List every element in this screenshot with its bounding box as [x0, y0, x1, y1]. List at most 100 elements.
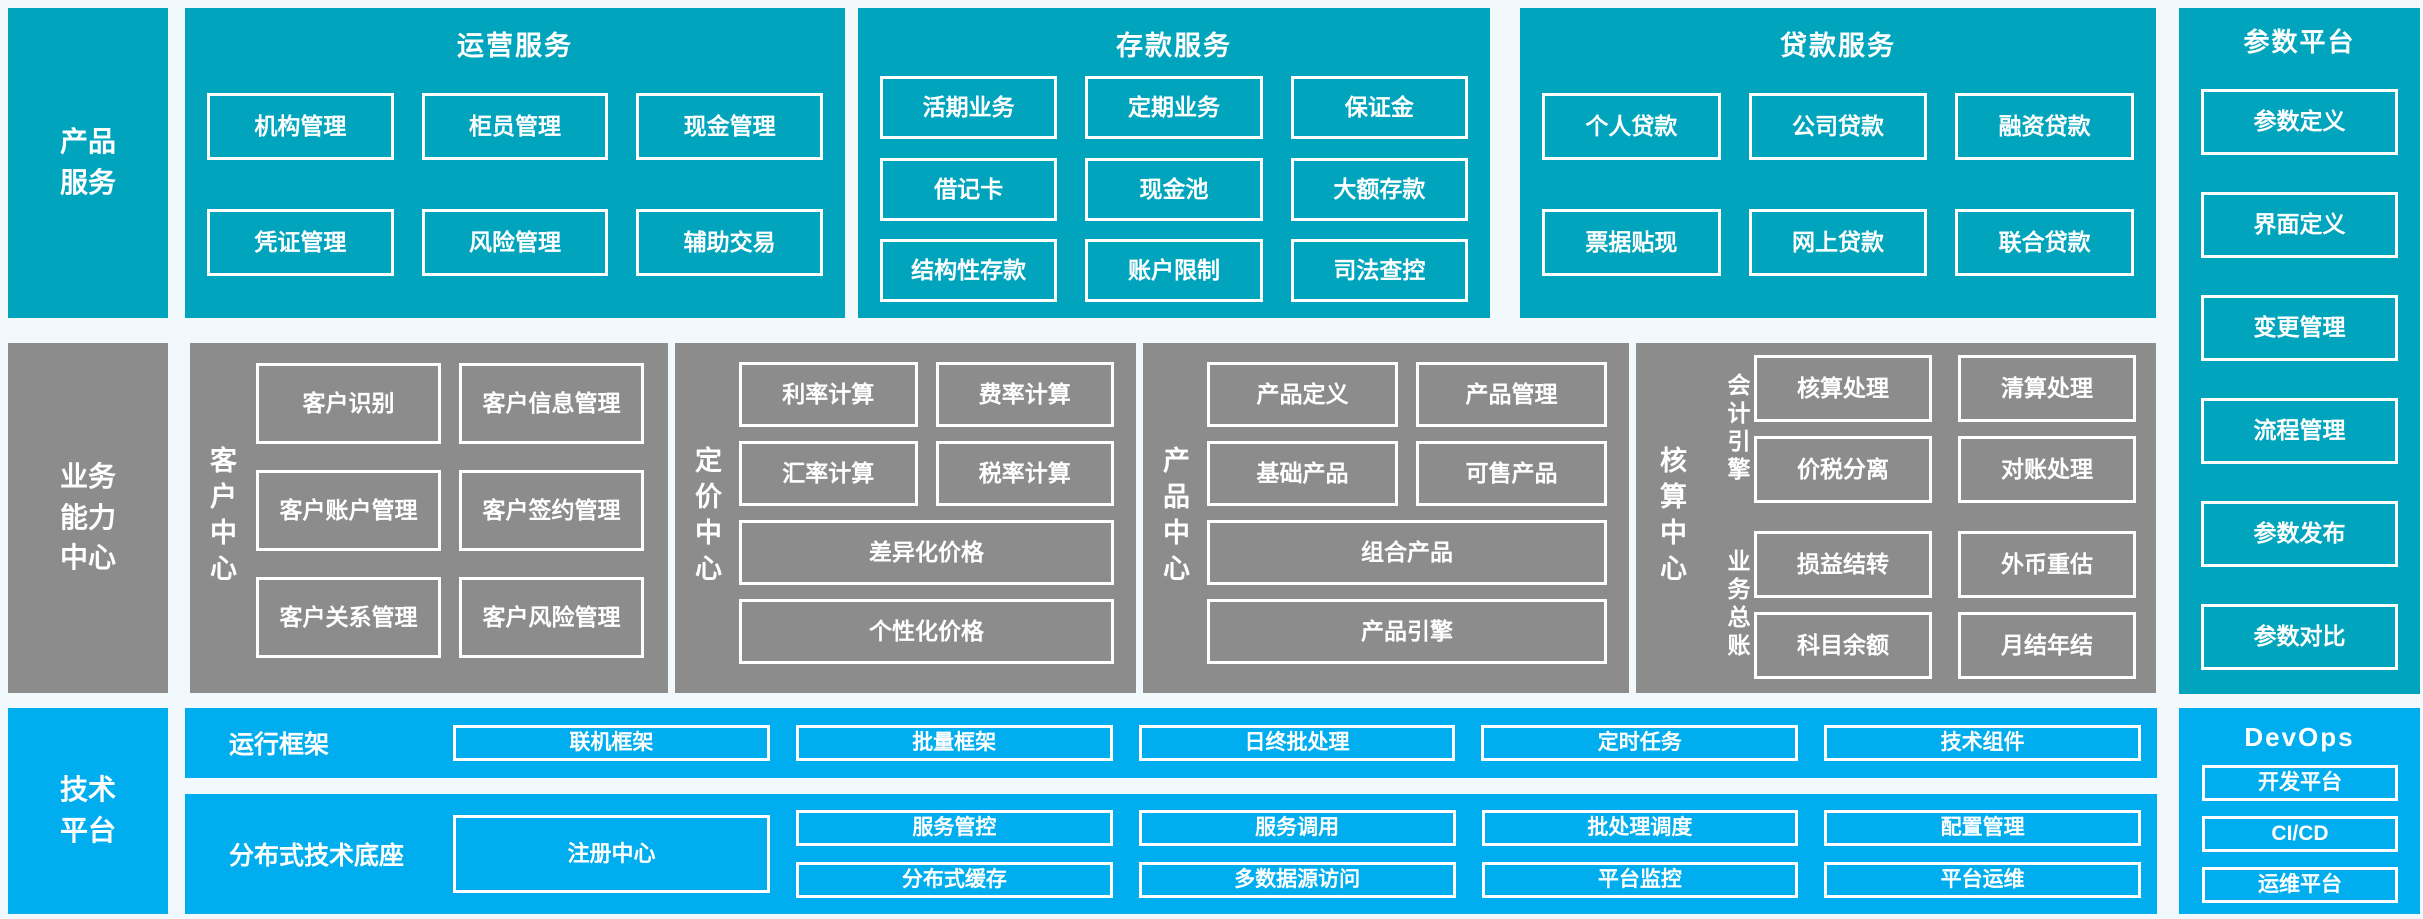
pricing-center-label: 定价中心: [691, 446, 721, 590]
distributed-box: 服务调用: [1138, 810, 1456, 846]
runtime-boxes: 联机框架 批量框架 日终批处理 定时任务 技术组件: [453, 725, 2141, 761]
rail-product-services-line: 服务: [59, 167, 116, 198]
box-grid: 利率计算 费率计算 汇率计算 税率计算 差异化价格 个性化价格: [739, 362, 1114, 664]
box-row: 凭证管理 风险管理 辅助交易: [207, 209, 824, 276]
distributed-box: 配置管理: [1824, 810, 2141, 846]
capability-box: 产品定义: [1207, 362, 1398, 427]
box-row: 借记卡 现金池 大额存款: [880, 158, 1468, 221]
service-box: 联合贷款: [1955, 209, 2135, 276]
runtime-box: 日终批处理: [1138, 725, 1456, 761]
box-row: 机构管理 柜员管理 现金管理: [207, 93, 824, 160]
box-row: 票据贴现 网上贷款 联合贷款: [1542, 209, 2135, 276]
business-ledger-label: 业务总账: [1724, 549, 1750, 661]
capability-box-wide: 产品引擎: [1207, 599, 1607, 664]
rail-business-capability-line: 中心: [59, 542, 116, 574]
parameter-list: 参数定义 界面定义 变更管理 流程管理 参数发布 参数对比: [2201, 89, 2398, 670]
devops-box: 运维平台: [2202, 867, 2398, 903]
service-box: 结构性存款: [880, 239, 1058, 302]
section-loan-services: 贷款服务 个人贷款 公司贷款 融资贷款 票据贴现 网上贷款 联合贷款: [1520, 8, 2156, 318]
box-grid: 产品定义 产品管理 基础产品 可售产品 组合产品 产品引擎: [1207, 362, 1607, 664]
accounting-groups: 会计引擎 核算处理 清算处理 价税分离 对账处理 业务总账 损益结转 外币重估 …: [1708, 355, 2136, 679]
capability-box: 清算处理: [1958, 355, 2136, 422]
panel-parameter-platform: 参数平台 参数定义 界面定义 变更管理 流程管理 参数发布 参数对比: [2179, 8, 2420, 694]
capability-box: 客户关系管理: [256, 577, 441, 658]
distributed-box: 分布式缓存: [796, 862, 1113, 898]
business-ledger-group: 业务总账 损益结转 外币重估 科目余额 月结年结: [1708, 531, 2136, 679]
section-product-center: 产品中心 产品定义 产品管理 基础产品 可售产品 组合产品 产品引擎: [1143, 343, 1629, 693]
service-box: 现金管理: [636, 93, 824, 160]
capability-box: 客户签约管理: [459, 470, 644, 551]
service-box: 借记卡: [880, 158, 1058, 221]
section-title: 运营服务: [457, 31, 573, 61]
capability-box: 外币重估: [1958, 531, 2136, 598]
distributed-box: 服务管控: [796, 810, 1113, 846]
service-box: 保证金: [1290, 76, 1468, 139]
capability-box: 月结年结: [1958, 612, 2136, 679]
service-box: 风险管理: [421, 209, 609, 276]
capability-box: 科目余额: [1754, 612, 1932, 679]
bar-distributed-base: 分布式技术底座 注册中心 服务管控 分布式缓存 服务调用 多数据源访问 批处理调…: [185, 794, 2157, 914]
service-box: 票据贴现: [1542, 209, 1721, 276]
bar-runtime-framework: 运行框架 联机框架 批量框架 日终批处理 定时任务 技术组件: [185, 708, 2157, 778]
service-box: 现金池: [1085, 158, 1263, 221]
capability-box: 客户信息管理: [459, 363, 644, 444]
service-box: 账户限制: [1085, 239, 1263, 302]
section-deposit-services: 存款服务 活期业务 定期业务 保证金 借记卡 现金池 大额存款 结构性存款 账户…: [858, 8, 1490, 318]
devops-list: 开发平台 CI/CD 运维平台: [2202, 765, 2398, 903]
service-box: 公司贷款: [1748, 93, 1928, 160]
section-title: 贷款服务: [1780, 31, 1896, 61]
box-row: 个人贷款 公司贷款 融资贷款: [1542, 93, 2135, 160]
distributed-boxes: 服务管控 分布式缓存 服务调用 多数据源访问 批处理调度 平台监控 配置管理 平…: [796, 810, 2141, 898]
capability-box: 可售产品: [1416, 441, 1607, 506]
product-center-label: 产品中心: [1159, 446, 1189, 590]
parameter-box: 参数对比: [2201, 604, 2398, 670]
service-box: 活期业务: [880, 76, 1058, 139]
runtime-box: 批量框架: [795, 725, 1113, 761]
service-box: 定期业务: [1085, 76, 1263, 139]
runtime-box: 技术组件: [1824, 725, 2141, 761]
capability-box: 基础产品: [1207, 441, 1398, 506]
rail-product-services: 产品 服务: [8, 8, 168, 318]
accounting-engine-group: 会计引擎 核算处理 清算处理 价税分离 对账处理: [1708, 355, 2136, 503]
runtime-framework-label: 运行框架: [229, 731, 330, 759]
runtime-box: 联机框架: [453, 725, 770, 761]
devops-box: CI/CD: [2202, 816, 2398, 852]
rail-product-services-line: 产品: [59, 126, 116, 158]
section-operations-services: 运营服务 机构管理 柜员管理 现金管理 凭证管理 风险管理 辅助交易: [185, 8, 845, 318]
box-row: 结构性存款 账户限制 司法查控: [880, 239, 1468, 302]
distributed-box: 多数据源访问: [1138, 862, 1456, 898]
distributed-box: 批处理调度: [1481, 810, 1799, 846]
registry-center-box: 注册中心: [453, 815, 770, 893]
capability-box: 核算处理: [1754, 355, 1932, 422]
box-grid: 客户识别 客户信息管理 客户账户管理 客户签约管理 客户关系管理 客户风险管理: [256, 363, 644, 658]
capability-box: 对账处理: [1958, 436, 2136, 503]
customer-center-label: 客户中心: [206, 446, 236, 590]
box-row: 活期业务 定期业务 保证金: [880, 76, 1468, 139]
parameter-box: 参数发布: [2201, 501, 2398, 567]
rail-technology-platform: 技术 平台: [8, 708, 168, 914]
parameter-box: 参数定义: [2201, 89, 2398, 155]
capability-box: 汇率计算: [739, 441, 918, 506]
rail-business-capability-center: 业务 能力 中心: [8, 343, 168, 693]
capability-box: 产品管理: [1416, 362, 1607, 427]
rail-technology-platform-line: 技术: [59, 774, 116, 806]
section-customer-center: 客户中心 客户识别 客户信息管理 客户账户管理 客户签约管理 客户关系管理 客户…: [190, 343, 668, 693]
section-accounting-center: 核算中心 会计引擎 核算处理 清算处理 价税分离 对账处理 业务总账 损益结转 …: [1636, 343, 2156, 693]
capability-box-wide: 组合产品: [1207, 520, 1607, 585]
service-box: 融资贷款: [1955, 93, 2135, 160]
capability-box-wide: 个性化价格: [739, 599, 1114, 664]
service-box: 网上贷款: [1748, 209, 1928, 276]
service-box: 司法查控: [1290, 239, 1468, 302]
capability-box: 费率计算: [935, 362, 1114, 427]
devops-box: 开发平台: [2202, 765, 2398, 801]
rail-business-capability-line: 能力: [59, 501, 116, 533]
service-box: 凭证管理: [207, 209, 394, 276]
parameter-box: 流程管理: [2201, 398, 2398, 464]
service-box: 柜员管理: [421, 93, 609, 160]
parameter-box: 界面定义: [2201, 192, 2398, 258]
accounting-engine-label: 会计引擎: [1724, 373, 1750, 485]
service-box: 大额存款: [1290, 158, 1468, 221]
service-box: 个人贷款: [1542, 93, 1721, 160]
devops-title: DevOps: [2244, 722, 2355, 752]
